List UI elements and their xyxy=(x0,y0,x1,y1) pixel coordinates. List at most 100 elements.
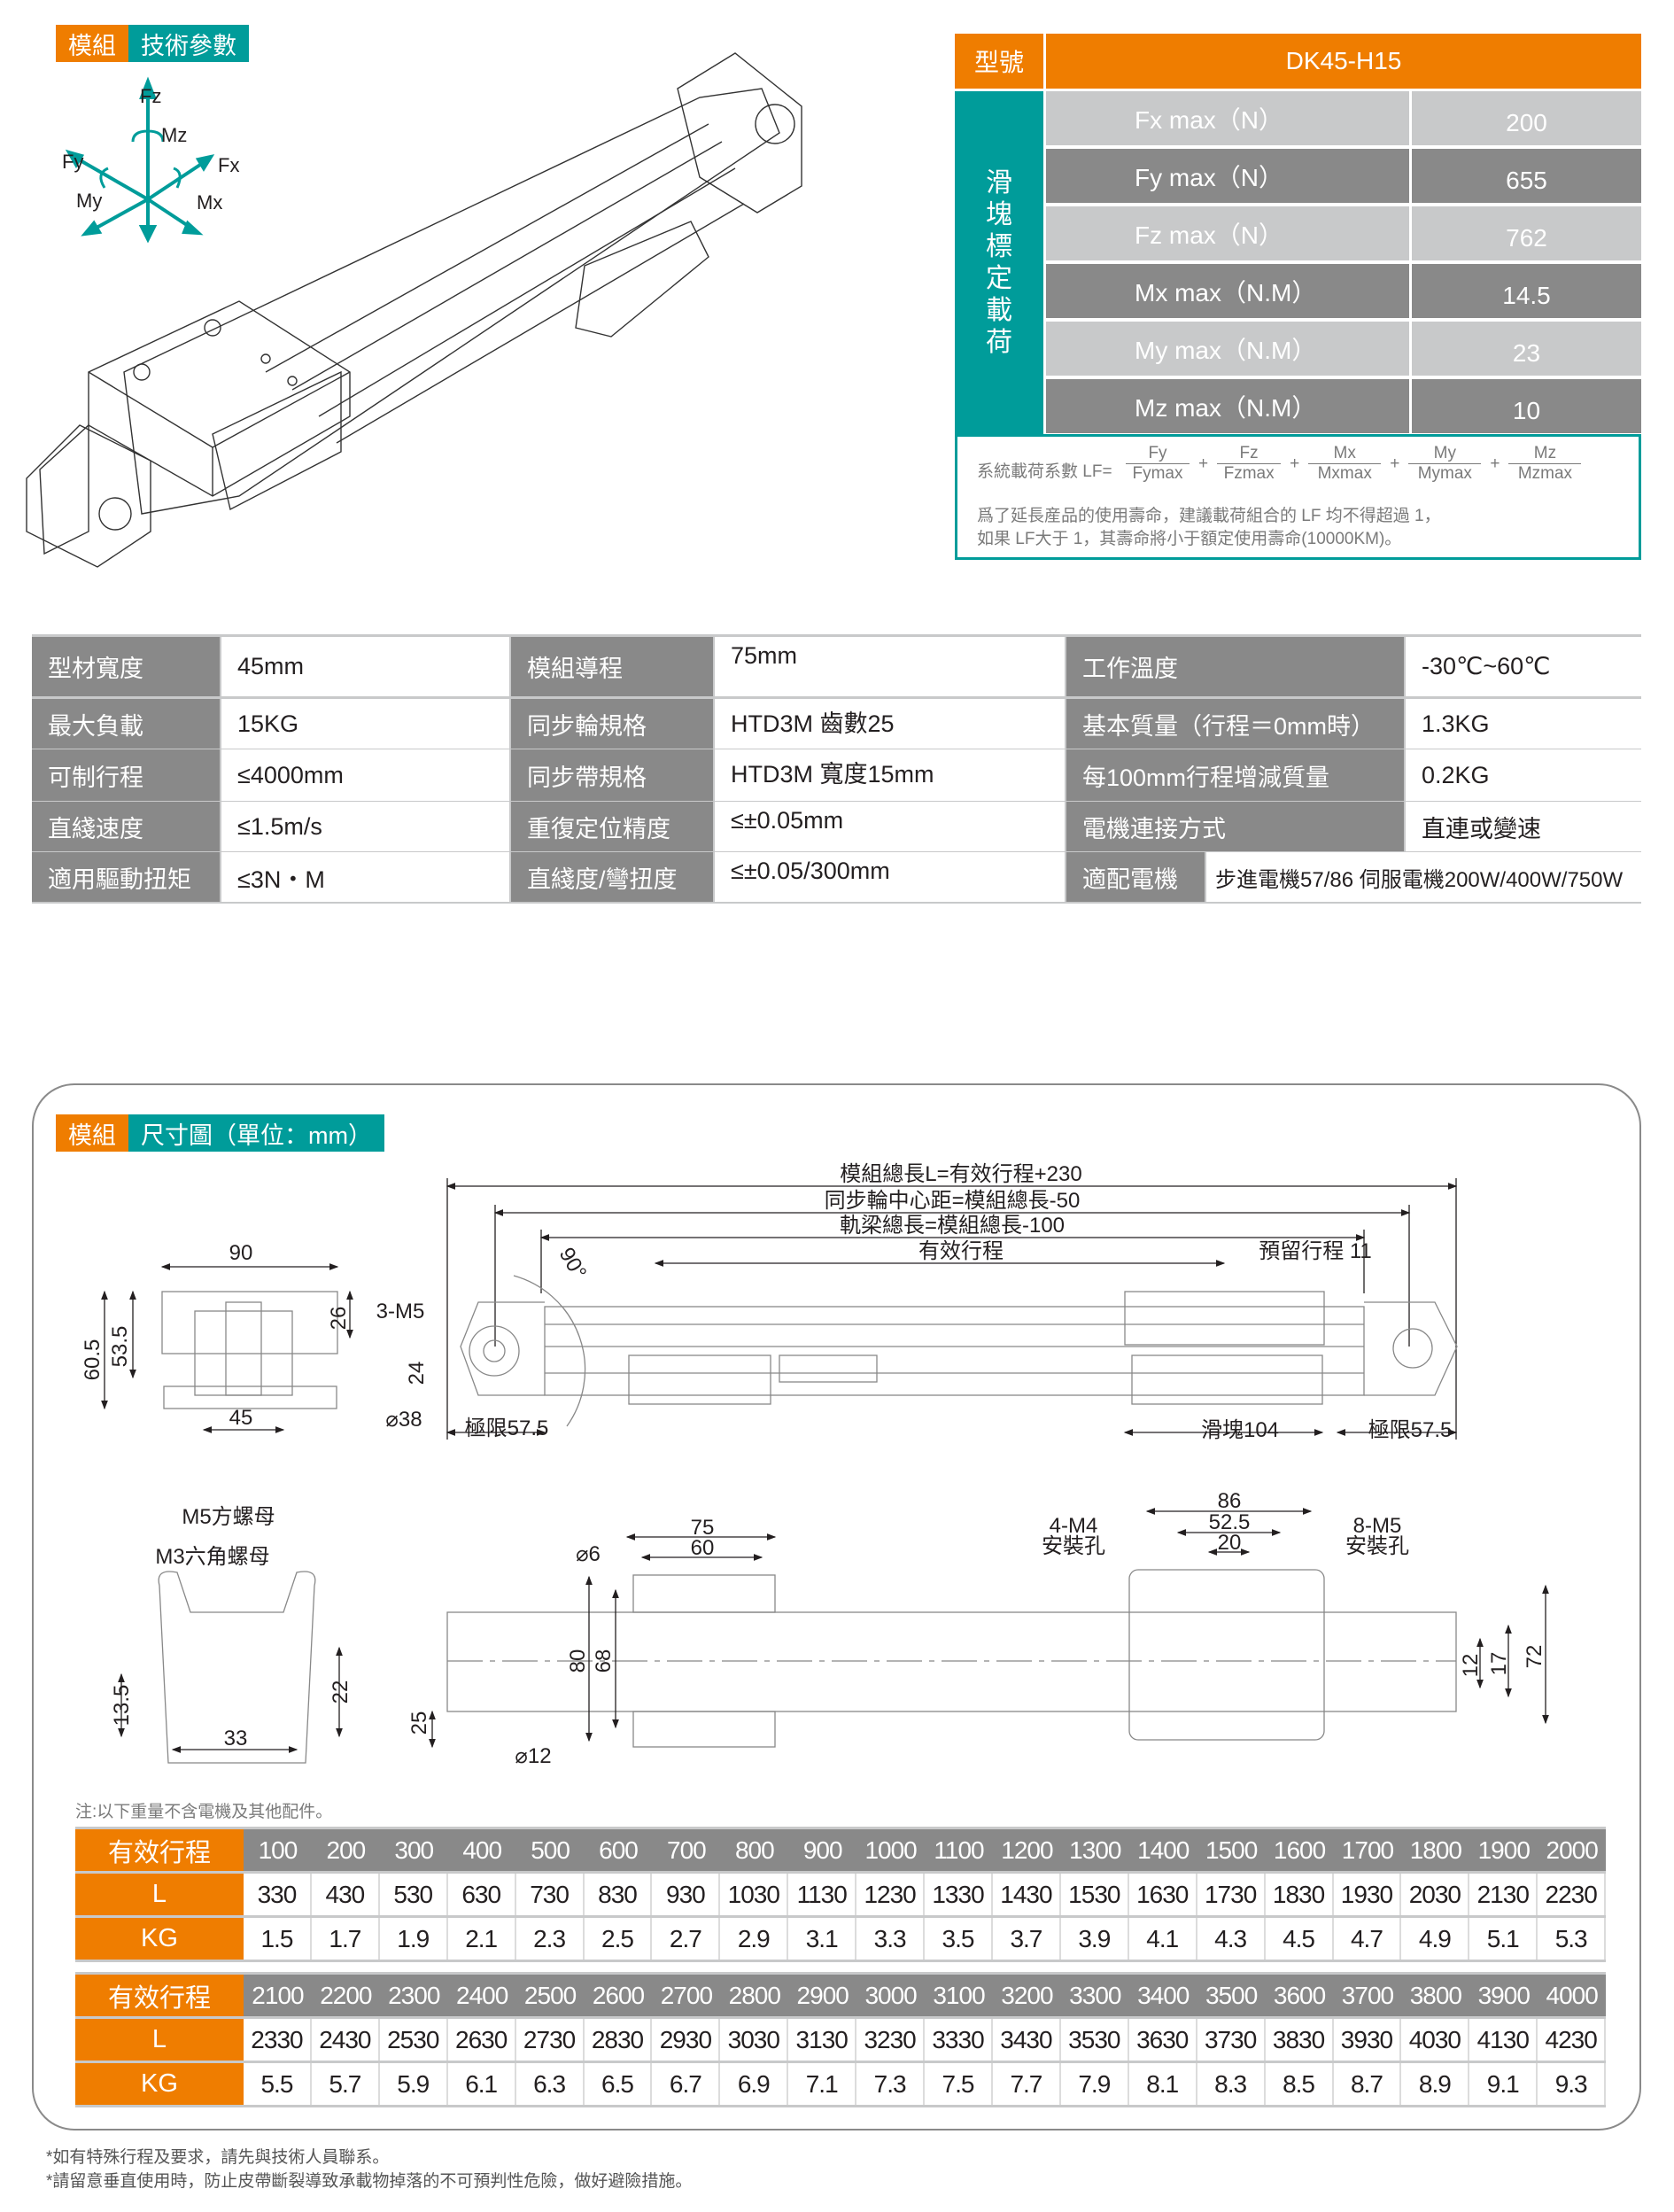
axis-my: My xyxy=(76,190,102,212)
table-cell: 1530 xyxy=(1061,1874,1129,1915)
table-cell: 1400 xyxy=(1128,1829,1197,1871)
table-cell: 2200 xyxy=(311,1975,380,2016)
dim-53-5: 53.5 xyxy=(108,1326,132,1368)
side-char: 荷 xyxy=(986,328,1012,357)
dim-angle: 90° xyxy=(554,1244,592,1284)
dim-60-5: 60.5 xyxy=(81,1339,105,1381)
dim-pulley-center: 同步輪中心距=模組總長-50 xyxy=(825,1189,1081,1213)
dim-13-5: 13.5 xyxy=(110,1685,134,1727)
dim-total-length: 模組總長L=有效行程+230 xyxy=(840,1162,1081,1186)
side-char: 載 xyxy=(986,296,1012,325)
table-cell: 3300 xyxy=(1060,1975,1129,2016)
table-cell: 1.9 xyxy=(380,1918,448,1960)
table-cell: 900 xyxy=(788,1829,857,1871)
table-cell: 4.7 xyxy=(1334,1918,1402,1960)
lf-note-2: 如果 LF大于 1，其壽命將小于額定使用壽命(10000KM)。 xyxy=(977,530,1402,548)
table-cell: 7.7 xyxy=(993,2063,1061,2105)
table-cell: 1830 xyxy=(1266,1874,1334,1915)
table-cell: 1430 xyxy=(993,1874,1061,1915)
frac-num: My xyxy=(1433,444,1456,462)
spec-label: 最大負載 xyxy=(32,699,220,749)
dim-20: 20 xyxy=(1218,1531,1242,1555)
frac-den: Mxmax xyxy=(1308,463,1382,484)
lf-note-1: 爲了延長産品的使用壽命，建議載荷組合的 LF 均不得超過 1， xyxy=(977,507,1441,525)
load-value: 10 xyxy=(1412,379,1641,433)
load-name: Fy max（N） xyxy=(1046,149,1409,203)
dim-90: 90 xyxy=(229,1241,253,1265)
table-cell: 3600 xyxy=(1265,1975,1334,2016)
frac-den: Fymax xyxy=(1126,463,1190,484)
load-value: 200 xyxy=(1412,91,1641,145)
table-cell: 1000 xyxy=(856,1829,926,1871)
dim-d38: ⌀38 xyxy=(385,1408,422,1432)
table-cell: 3100 xyxy=(925,1975,993,2016)
table-cell: 1.5 xyxy=(244,1918,312,1960)
dim-reserve: 預留行程 11 xyxy=(1259,1239,1372,1263)
footnote-1: *如有特殊行程及要求，請先與技術人員聯系。 xyxy=(46,2148,390,2167)
spec-value: ≤±0.05/300mm xyxy=(715,852,1065,902)
load-name: Fx max（N） xyxy=(1046,91,1409,145)
spec-label: 模組導程 xyxy=(511,637,713,696)
dim-4-m4-hole: 安裝孔 xyxy=(1042,1534,1105,1558)
load-value: 655 xyxy=(1412,149,1641,203)
table-cell: 500 xyxy=(515,1829,585,1871)
table-cell: 3400 xyxy=(1128,1975,1197,2016)
plus: + xyxy=(1390,454,1400,473)
dim-8-m5: 8-M5 xyxy=(1353,1514,1402,1538)
table-cell: 4.5 xyxy=(1266,1918,1334,1960)
side-char: 標 xyxy=(986,232,1012,261)
table-cell: 600 xyxy=(584,1829,653,1871)
dim-limit-left: 極限57.5 xyxy=(465,1416,549,1440)
table-cell: 2500 xyxy=(515,1975,585,2016)
table-cell: 830 xyxy=(585,1874,653,1915)
axis-mx: Mx xyxy=(197,191,222,213)
footnote-2: *請留意垂直使用時，防止皮帶斷裂導致承載物掉落的不可預判性危險，做好避險措施。 xyxy=(46,2172,693,2191)
table-cell: 2100 xyxy=(244,1975,312,2016)
spec-label: 同步帶規格 xyxy=(511,749,713,801)
slider-rated-load-label: 滑 塊 標 定 載 荷 xyxy=(955,91,1043,435)
table-cell: 1700 xyxy=(1333,1829,1402,1871)
spec-value: 1.3KG xyxy=(1406,699,1641,749)
dim-17: 17 xyxy=(1487,1652,1511,1676)
row-header: KG xyxy=(75,2063,244,2105)
spec-label: 工作溫度 xyxy=(1066,637,1404,696)
table-cell: 3730 xyxy=(1197,2019,1266,2061)
spec-value: HTD3M 齒數25 xyxy=(715,699,1065,749)
table-cell: 1630 xyxy=(1129,1874,1197,1915)
dim-limit-right: 極限57.5 xyxy=(1368,1418,1453,1442)
table-cell: 100 xyxy=(244,1829,312,1871)
table-cell: 1230 xyxy=(856,1874,926,1915)
table-cell: 6.9 xyxy=(720,2063,789,2105)
table-cell: 1100 xyxy=(925,1829,993,1871)
table-cell: 2600 xyxy=(584,1975,653,2016)
axis-fy: Fy xyxy=(62,151,83,173)
dim-75: 75 xyxy=(691,1516,715,1540)
dim-26: 26 xyxy=(327,1307,351,1331)
dim-slide: 滑塊104 xyxy=(1201,1418,1279,1442)
plus: + xyxy=(1198,454,1209,473)
table-cell: 3000 xyxy=(856,1975,926,2016)
table-cell: 1200 xyxy=(992,1829,1061,1871)
table-cell: 8.9 xyxy=(1401,2063,1470,2105)
spec-value: 45mm xyxy=(221,637,509,696)
table-cell: 3800 xyxy=(1401,1975,1470,2016)
spec-value: HTD3M 寬度15mm xyxy=(715,749,1065,801)
dimension-drawing: 模組總長L=有效行程+230 同步輪中心距=模組總長-50 軌梁總長=模組總長-… xyxy=(81,1162,1549,1768)
spec-value: ≤4000mm xyxy=(221,749,509,801)
table-cell: 8.1 xyxy=(1129,2063,1197,2105)
plus: + xyxy=(1290,454,1300,473)
spec-value: 15KG xyxy=(221,699,509,749)
table-cell: 4.9 xyxy=(1401,1918,1470,1960)
table-cell: 3130 xyxy=(788,2019,857,2061)
side-char: 定 xyxy=(986,264,1012,293)
spec-label: 直綫度/彎扭度 xyxy=(511,852,713,902)
table-cell: 930 xyxy=(652,1874,721,1915)
frac-num: Mx xyxy=(1333,444,1356,462)
spec-value: 直連或變速 xyxy=(1406,802,1641,851)
frac-num: Fz xyxy=(1239,444,1259,462)
spec-value: 步進電機57/86 伺服電機200W/400W/750W xyxy=(1206,852,1641,902)
